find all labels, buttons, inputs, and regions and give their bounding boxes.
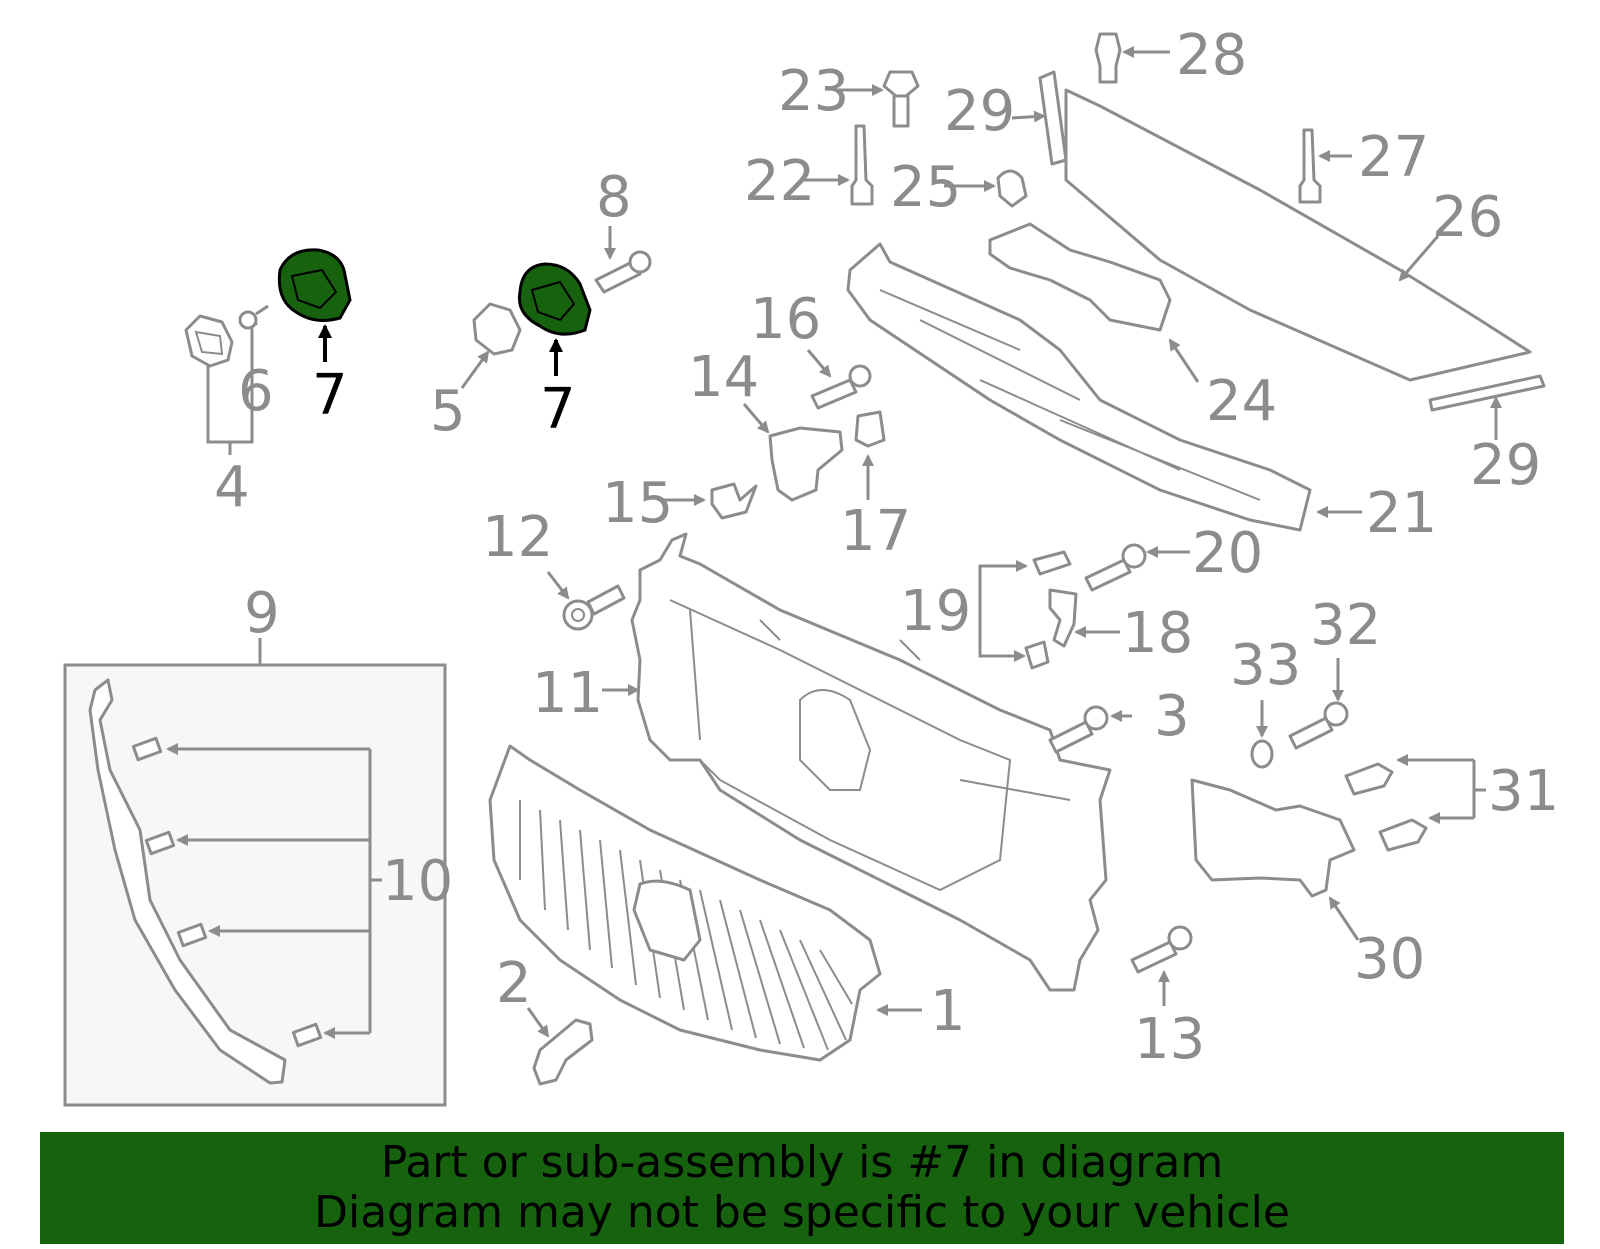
callout-8: 8 — [596, 165, 632, 230]
callout-5: 5 — [430, 379, 466, 444]
callout-7-left: 7 — [312, 363, 348, 428]
clip-part-28 — [1094, 32, 1170, 84]
callout-23: 23 — [778, 59, 849, 124]
clip-part-15 — [660, 482, 758, 520]
bracket-part-2 — [526, 1007, 594, 1086]
bolt-part-8 — [594, 226, 652, 294]
callout-12: 12 — [482, 505, 553, 570]
callout-28: 28 — [1176, 23, 1247, 88]
callout-32: 32 — [1310, 593, 1381, 658]
inset-box-9 — [63, 638, 447, 1107]
highlighted-part-7-left[interactable] — [277, 248, 352, 362]
bolt-part-3 — [1048, 705, 1132, 754]
air-deflector-part-21 — [846, 242, 1362, 532]
grille-molding-part — [88, 678, 287, 1085]
callout-1: 1 — [930, 979, 966, 1044]
bolt-part-23 — [838, 70, 920, 128]
callout-14: 14 — [688, 345, 759, 410]
callout-15: 15 — [602, 471, 673, 536]
clip-group — [131, 736, 323, 1048]
callout-26: 26 — [1432, 185, 1503, 250]
banner-line-1: Part or sub-assembly is #7 in diagram — [380, 1137, 1224, 1188]
callout-13: 13 — [1134, 1007, 1205, 1072]
callout-16: 16 — [750, 287, 821, 352]
clip-group-31 — [1344, 754, 1486, 852]
callout-33: 33 — [1230, 633, 1301, 698]
highlighted-part-7-right[interactable] — [517, 262, 592, 376]
emblem-part-4 — [184, 313, 258, 455]
callout-9: 9 — [244, 581, 280, 646]
callout-31: 31 — [1488, 759, 1559, 824]
callout-4: 4 — [214, 455, 250, 520]
pin-part-27 — [1298, 128, 1352, 204]
bolt-part-32 — [1288, 658, 1349, 750]
strip-part-29-bottom — [1428, 374, 1546, 412]
callout-10: 10 — [382, 849, 453, 914]
radiator-support-part-11 — [602, 532, 1112, 992]
callout-29-top: 29 — [944, 79, 1015, 144]
callout-29-bottom: 29 — [1470, 433, 1541, 498]
bolt-part-20 — [1084, 543, 1190, 592]
callout-22: 22 — [744, 149, 815, 214]
bolt-part-12 — [546, 571, 626, 631]
callout-27: 27 — [1358, 125, 1429, 190]
bracket-part-18 — [1048, 588, 1120, 648]
bolt-part-16 — [806, 349, 872, 410]
callout-19: 19 — [900, 579, 971, 644]
callout-11: 11 — [532, 661, 603, 726]
callout-24: 24 — [1206, 369, 1277, 434]
callout-labels: 1 2 3 4 5 6 7 7 8 9 10 11 12 13 14 15 16… — [214, 23, 1559, 1072]
banner-line-2: Diagram may not be specific to your vehi… — [314, 1187, 1290, 1238]
pin-part-22 — [800, 124, 874, 206]
nut-part-17 — [854, 410, 886, 500]
bracket-part-14 — [742, 403, 844, 502]
seal-part-24 — [988, 222, 1200, 383]
cover-part-26 — [1011, 70, 1546, 440]
clip-part-25 — [944, 169, 1028, 208]
callout-18: 18 — [1122, 601, 1193, 666]
bracket-part-30 — [1190, 778, 1360, 941]
info-banner: Part or sub-assembly is #7 in diagram Di… — [40, 1132, 1564, 1244]
callout-30: 30 — [1354, 927, 1425, 992]
clip-group-19 — [978, 550, 1072, 670]
callout-20: 20 — [1192, 521, 1263, 586]
bolt-part-13 — [1130, 925, 1193, 1006]
callout-17: 17 — [840, 499, 911, 564]
callout-25: 25 — [890, 155, 961, 220]
callout-7-right: 7 — [540, 377, 576, 442]
gasket-part-5 — [460, 302, 522, 389]
strip-part-29-top — [1038, 70, 1068, 166]
callout-21: 21 — [1366, 481, 1437, 546]
callout-6: 6 — [238, 359, 274, 424]
washer-part-33 — [1250, 700, 1274, 769]
grille-part-1 — [488, 744, 922, 1062]
callout-3: 3 — [1154, 684, 1190, 749]
screw-part-6 — [238, 304, 269, 330]
callout-2: 2 — [496, 951, 532, 1016]
